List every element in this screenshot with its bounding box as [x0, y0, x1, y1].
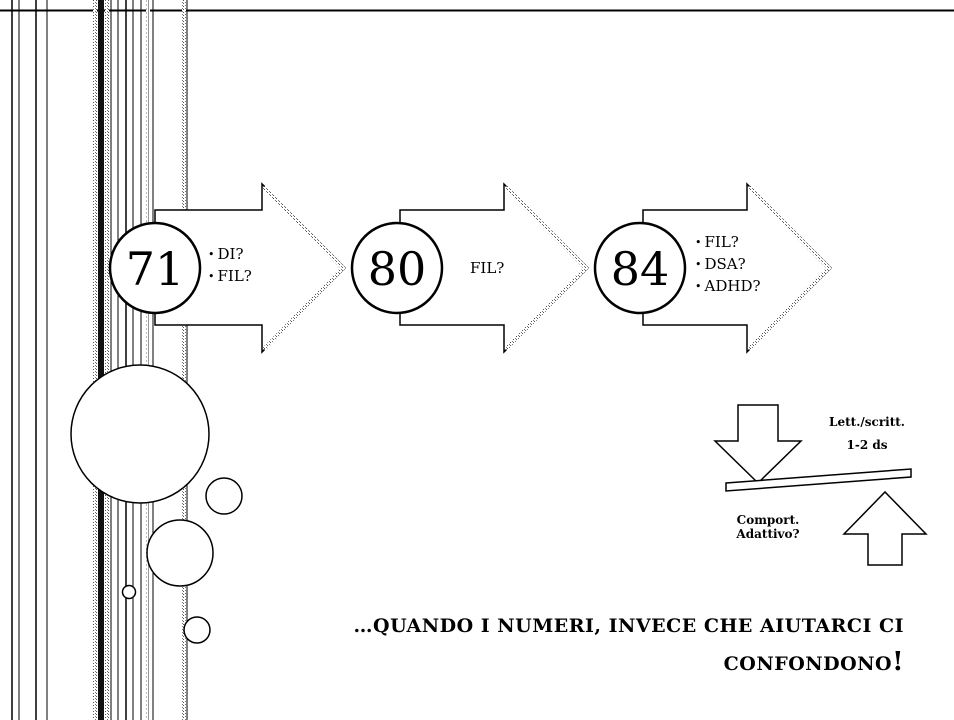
step-2-label: FIL? [470, 259, 504, 277]
step-3-note: DSA? [695, 254, 761, 276]
step-3-notes: FIL? DSA? ADHD? [695, 232, 761, 298]
slide-headline-line2: CONFONDONO! [244, 644, 904, 682]
step-number-3: 84 [600, 246, 680, 292]
balance-bottom-label-line2: Adattivo? [718, 527, 818, 541]
vertical-stripes [12, 0, 187, 720]
step-1-note: DI? [208, 244, 252, 266]
step-3-note: ADHD? [695, 276, 761, 298]
slide-headline-line2-text: CONFONDONO [724, 653, 892, 675]
balance-bottom-label-line1: Comport. [718, 513, 818, 527]
step-1-note: FIL? [208, 266, 252, 288]
balance-top-label-line1: Lett./scritt. [812, 415, 922, 429]
balance-top-label: Lett./scritt. 1-2 ds [812, 415, 922, 452]
step-number-1: 71 [115, 246, 195, 292]
slide-headline-line1: …QUANDO I NUMERI, INVECE CHE AIUTARCI CI [244, 608, 904, 644]
step-3-note: FIL? [695, 232, 761, 254]
down-arrow-icon [715, 405, 801, 483]
slide-headline: …QUANDO I NUMERI, INVECE CHE AIUTARCI CI… [244, 608, 904, 682]
balance-top-label-line2: 1-2 ds [812, 438, 922, 452]
up-arrow-icon [844, 492, 926, 565]
step-1-notes: DI? FIL? [208, 244, 252, 288]
balance-bottom-label: Comport. Adattivo? [718, 513, 818, 541]
step-number-2: 80 [357, 246, 437, 292]
slide-headline-exclamation: ! [892, 647, 904, 677]
